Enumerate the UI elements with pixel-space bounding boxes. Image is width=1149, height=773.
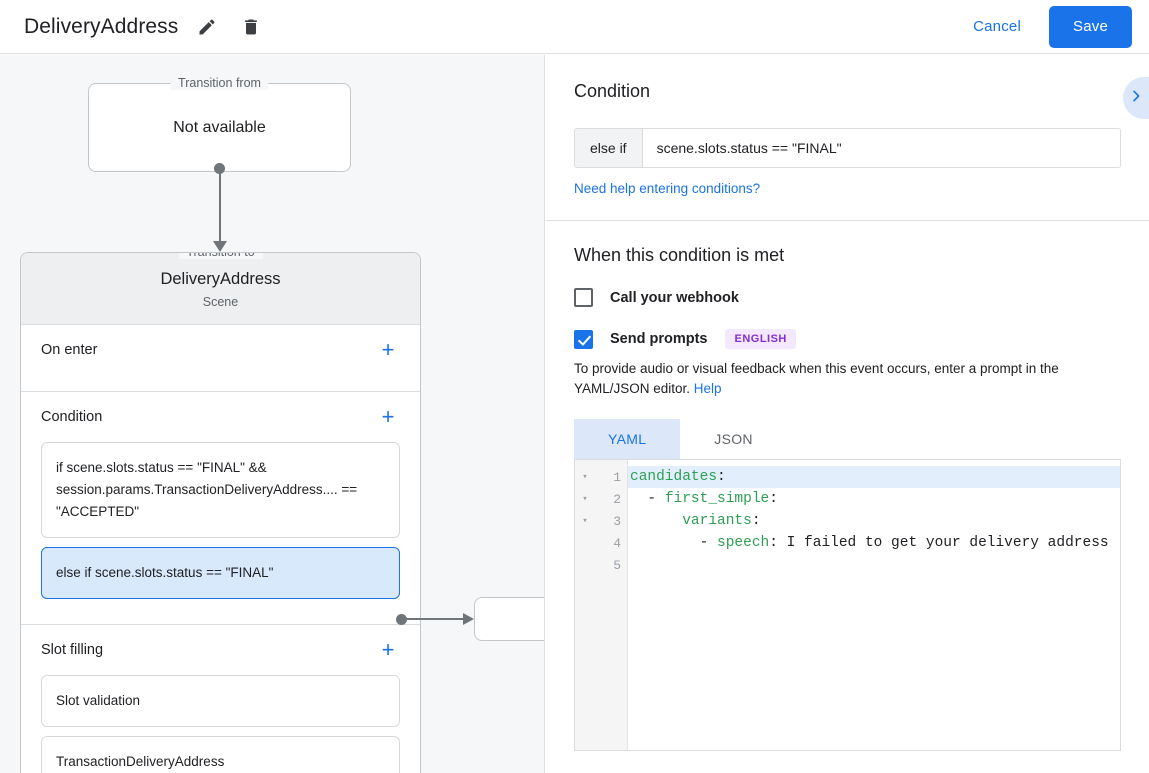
code-colon: :: [769, 535, 778, 551]
page-title: DeliveryAddress: [24, 14, 179, 38]
send-prompts-label: Send prompts: [610, 331, 708, 347]
when-met-heading: When this condition is met: [574, 245, 785, 265]
code-colon: :: [717, 469, 726, 485]
prompts-help-link[interactable]: Help: [693, 381, 722, 396]
collapse-panel-button[interactable]: [1123, 77, 1149, 119]
tab-json[interactable]: JSON: [714, 431, 753, 447]
add-on-enter-button[interactable]: +: [381, 337, 395, 362]
delete-button[interactable]: [236, 12, 266, 42]
gutter-row: ▾3: [575, 510, 627, 532]
code-indent: [630, 513, 682, 529]
code-colon: :: [751, 513, 761, 529]
condition-operator-label: else if: [575, 129, 643, 167]
top-app-bar: DeliveryAddress Cancel Save: [0, 0, 1149, 54]
code-value: I failed to get your delivery address: [777, 535, 1109, 551]
panel-when-met-section: When this condition is met Call your web…: [546, 221, 1149, 751]
fold-toggle-icon[interactable]: ▾: [582, 472, 588, 482]
line-number: 4: [613, 535, 621, 551]
node-transition-from[interactable]: Transition from Not available: [88, 76, 351, 172]
section-header: On enter +: [41, 325, 400, 375]
gutter-row: ▾1: [575, 466, 627, 488]
connector-arrowhead-down: [213, 241, 227, 252]
condition-help-link[interactable]: Need help entering conditions?: [574, 181, 761, 196]
edge-arrowhead-right: [463, 613, 474, 625]
slot-item-transaction-delivery-address[interactable]: TransactionDeliveryAddress: [41, 736, 400, 773]
code-line[interactable]: - speech: I failed to get your delivery …: [628, 532, 1120, 554]
fold-toggle-icon[interactable]: ▾: [582, 494, 588, 504]
cancel-button[interactable]: Cancel: [959, 10, 1035, 43]
edit-title-button[interactable]: [192, 12, 222, 42]
editor-format-tabs: YAML JSON: [574, 419, 1121, 459]
line-number: 5: [613, 557, 621, 573]
gutter-row: 5: [575, 554, 627, 576]
connector-line-vertical: [219, 167, 221, 247]
transition-to-legend: Transition to: [178, 253, 263, 259]
call-webhook-checkbox[interactable]: [574, 288, 593, 307]
condition-item-if[interactable]: if scene.slots.status == "FINAL" && sess…: [41, 442, 400, 538]
condition-expression-input[interactable]: [642, 129, 1120, 167]
code-line[interactable]: variants:: [628, 510, 1120, 532]
code-key: candidates: [630, 469, 718, 485]
chevron-right-icon: [1128, 88, 1144, 109]
node-target-offscreen[interactable]: [474, 597, 544, 641]
prompts-help-sentence: To provide audio or visual feedback when…: [574, 361, 1059, 396]
scene-header: DeliveryAddress Scene: [21, 253, 420, 325]
details-panel: Condition else if Need help entering con…: [546, 55, 1149, 773]
scene-subtitle: Scene: [202, 295, 239, 309]
condition-input-row[interactable]: else if: [574, 128, 1121, 168]
section-header: Slot filling +: [41, 625, 400, 675]
edge-line-horizontal: [404, 618, 469, 620]
transition-from-legend: Transition from: [170, 76, 269, 90]
line-number: 3: [613, 513, 621, 529]
fold-toggle-icon[interactable]: ▾: [582, 516, 588, 526]
add-condition-button[interactable]: +: [381, 404, 395, 429]
code-key: speech: [717, 535, 770, 551]
trash-icon: [241, 17, 261, 37]
slot-item-slot-validation[interactable]: Slot validation: [41, 675, 400, 727]
section-slot-filling: Slot filling + Slot validation Transacti…: [21, 625, 420, 773]
code-line[interactable]: - first_simple:: [628, 488, 1120, 510]
code-content[interactable]: candidates: - first_simple: variants: - …: [628, 460, 1120, 750]
section-condition: Condition + if scene.slots.status == "FI…: [21, 392, 420, 625]
transition-from-value: Not available: [173, 118, 266, 136]
section-header: Condition +: [41, 392, 400, 442]
section-title-condition: Condition: [41, 409, 103, 425]
code-key: variants: [682, 513, 752, 529]
code-indent: -: [630, 491, 665, 507]
prompts-help-text: To provide audio or visual feedback when…: [574, 359, 1121, 399]
save-button[interactable]: Save: [1049, 5, 1132, 48]
gutter-row: 4: [575, 532, 627, 554]
node-transition-to[interactable]: Transition to DeliveryAddress Scene On e…: [20, 252, 421, 773]
code-key: first_simple: [664, 491, 770, 507]
webhook-row[interactable]: Call your webhook: [574, 288, 1121, 307]
scene-name: DeliveryAddress: [160, 270, 281, 288]
call-webhook-label: Call your webhook: [610, 289, 739, 306]
section-on-enter: On enter +: [21, 325, 420, 392]
line-number: 2: [613, 491, 621, 507]
section-title-slot-filling: Slot filling: [41, 642, 104, 658]
condition-item-else-if[interactable]: else if scene.slots.status == "FINAL": [41, 547, 400, 599]
code-line[interactable]: [628, 554, 1120, 576]
send-prompts-row[interactable]: Send prompts ENGLISH: [574, 329, 1121, 349]
panel-condition-section: Condition else if Need help entering con…: [546, 55, 1149, 221]
send-prompts-checkbox[interactable]: [574, 329, 593, 349]
code-indent: -: [630, 535, 718, 551]
line-number: 1: [613, 469, 621, 485]
condition-heading: Condition: [574, 81, 651, 101]
gutter-row: ▾2: [575, 488, 627, 510]
edge-source-dot: [396, 614, 407, 625]
section-title-on-enter: On enter: [41, 342, 98, 358]
pencil-icon: [197, 17, 217, 37]
topbar-actions: Cancel Save: [959, 5, 1149, 48]
code-colon: :: [769, 491, 778, 507]
language-badge: ENGLISH: [725, 329, 796, 349]
tab-yaml[interactable]: YAML: [574, 419, 681, 459]
add-slot-button[interactable]: +: [381, 637, 395, 662]
flow-canvas[interactable]: Transition from Not available Transition…: [0, 55, 545, 773]
code-line[interactable]: candidates:: [628, 466, 1120, 488]
